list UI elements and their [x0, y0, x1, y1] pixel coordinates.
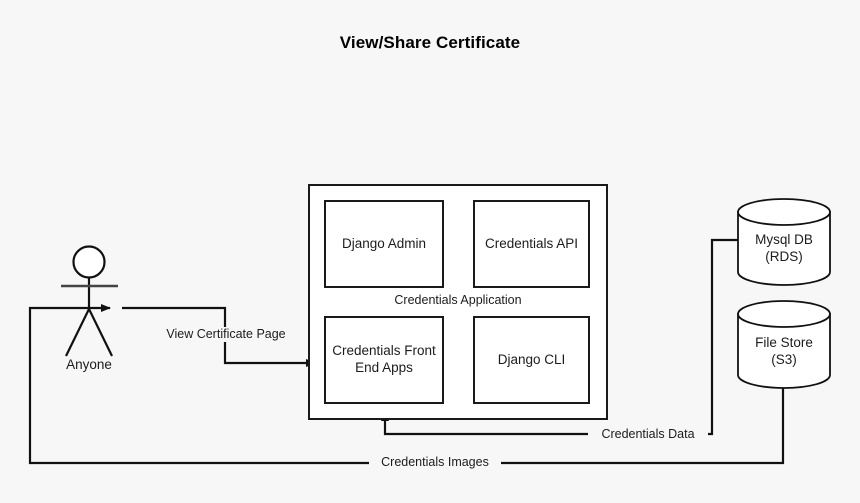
- mysql-db-line-1: Mysql DB: [755, 232, 813, 247]
- datastore-mysql-db: [737, 198, 831, 286]
- edge-credentials-images: [28, 304, 785, 465]
- component-django-cli[interactable]: [473, 316, 590, 404]
- edge-label-credentials-data: Credentials Data: [588, 427, 708, 442]
- mysql-db-line-2: (RDS): [765, 249, 803, 264]
- mysql-db-body: [737, 211, 831, 286]
- component-credentials-api[interactable]: [473, 200, 590, 288]
- actor-anyone-figure: [61, 245, 118, 357]
- actor-leg-right: [88, 308, 113, 357]
- actor-head: [72, 245, 106, 279]
- component-credentials-front-end-apps[interactable]: [324, 316, 444, 404]
- actor-label-anyone: Anyone: [66, 357, 112, 372]
- datastore-label-file-store: File Store (S3): [738, 334, 830, 368]
- file-store-line-2: (S3): [771, 352, 797, 367]
- file-store-line-1: File Store: [755, 335, 813, 350]
- actor-leg-left: [65, 308, 90, 357]
- file-store-top: [737, 300, 831, 328]
- mysql-db-top: [737, 198, 831, 226]
- edge-label-view-certificate-page: View Certificate Page: [152, 327, 300, 342]
- edge-label-credentials-images: Credentials Images: [369, 455, 501, 470]
- edge-credentials-data: [381, 238, 738, 436]
- page-title: View/Share Certificate: [339, 33, 521, 52]
- datastore-file-store: [737, 300, 831, 389]
- component-django-admin[interactable]: [324, 200, 444, 288]
- datastore-label-mysql-db: Mysql DB (RDS): [738, 231, 830, 265]
- file-store-body: [737, 313, 831, 389]
